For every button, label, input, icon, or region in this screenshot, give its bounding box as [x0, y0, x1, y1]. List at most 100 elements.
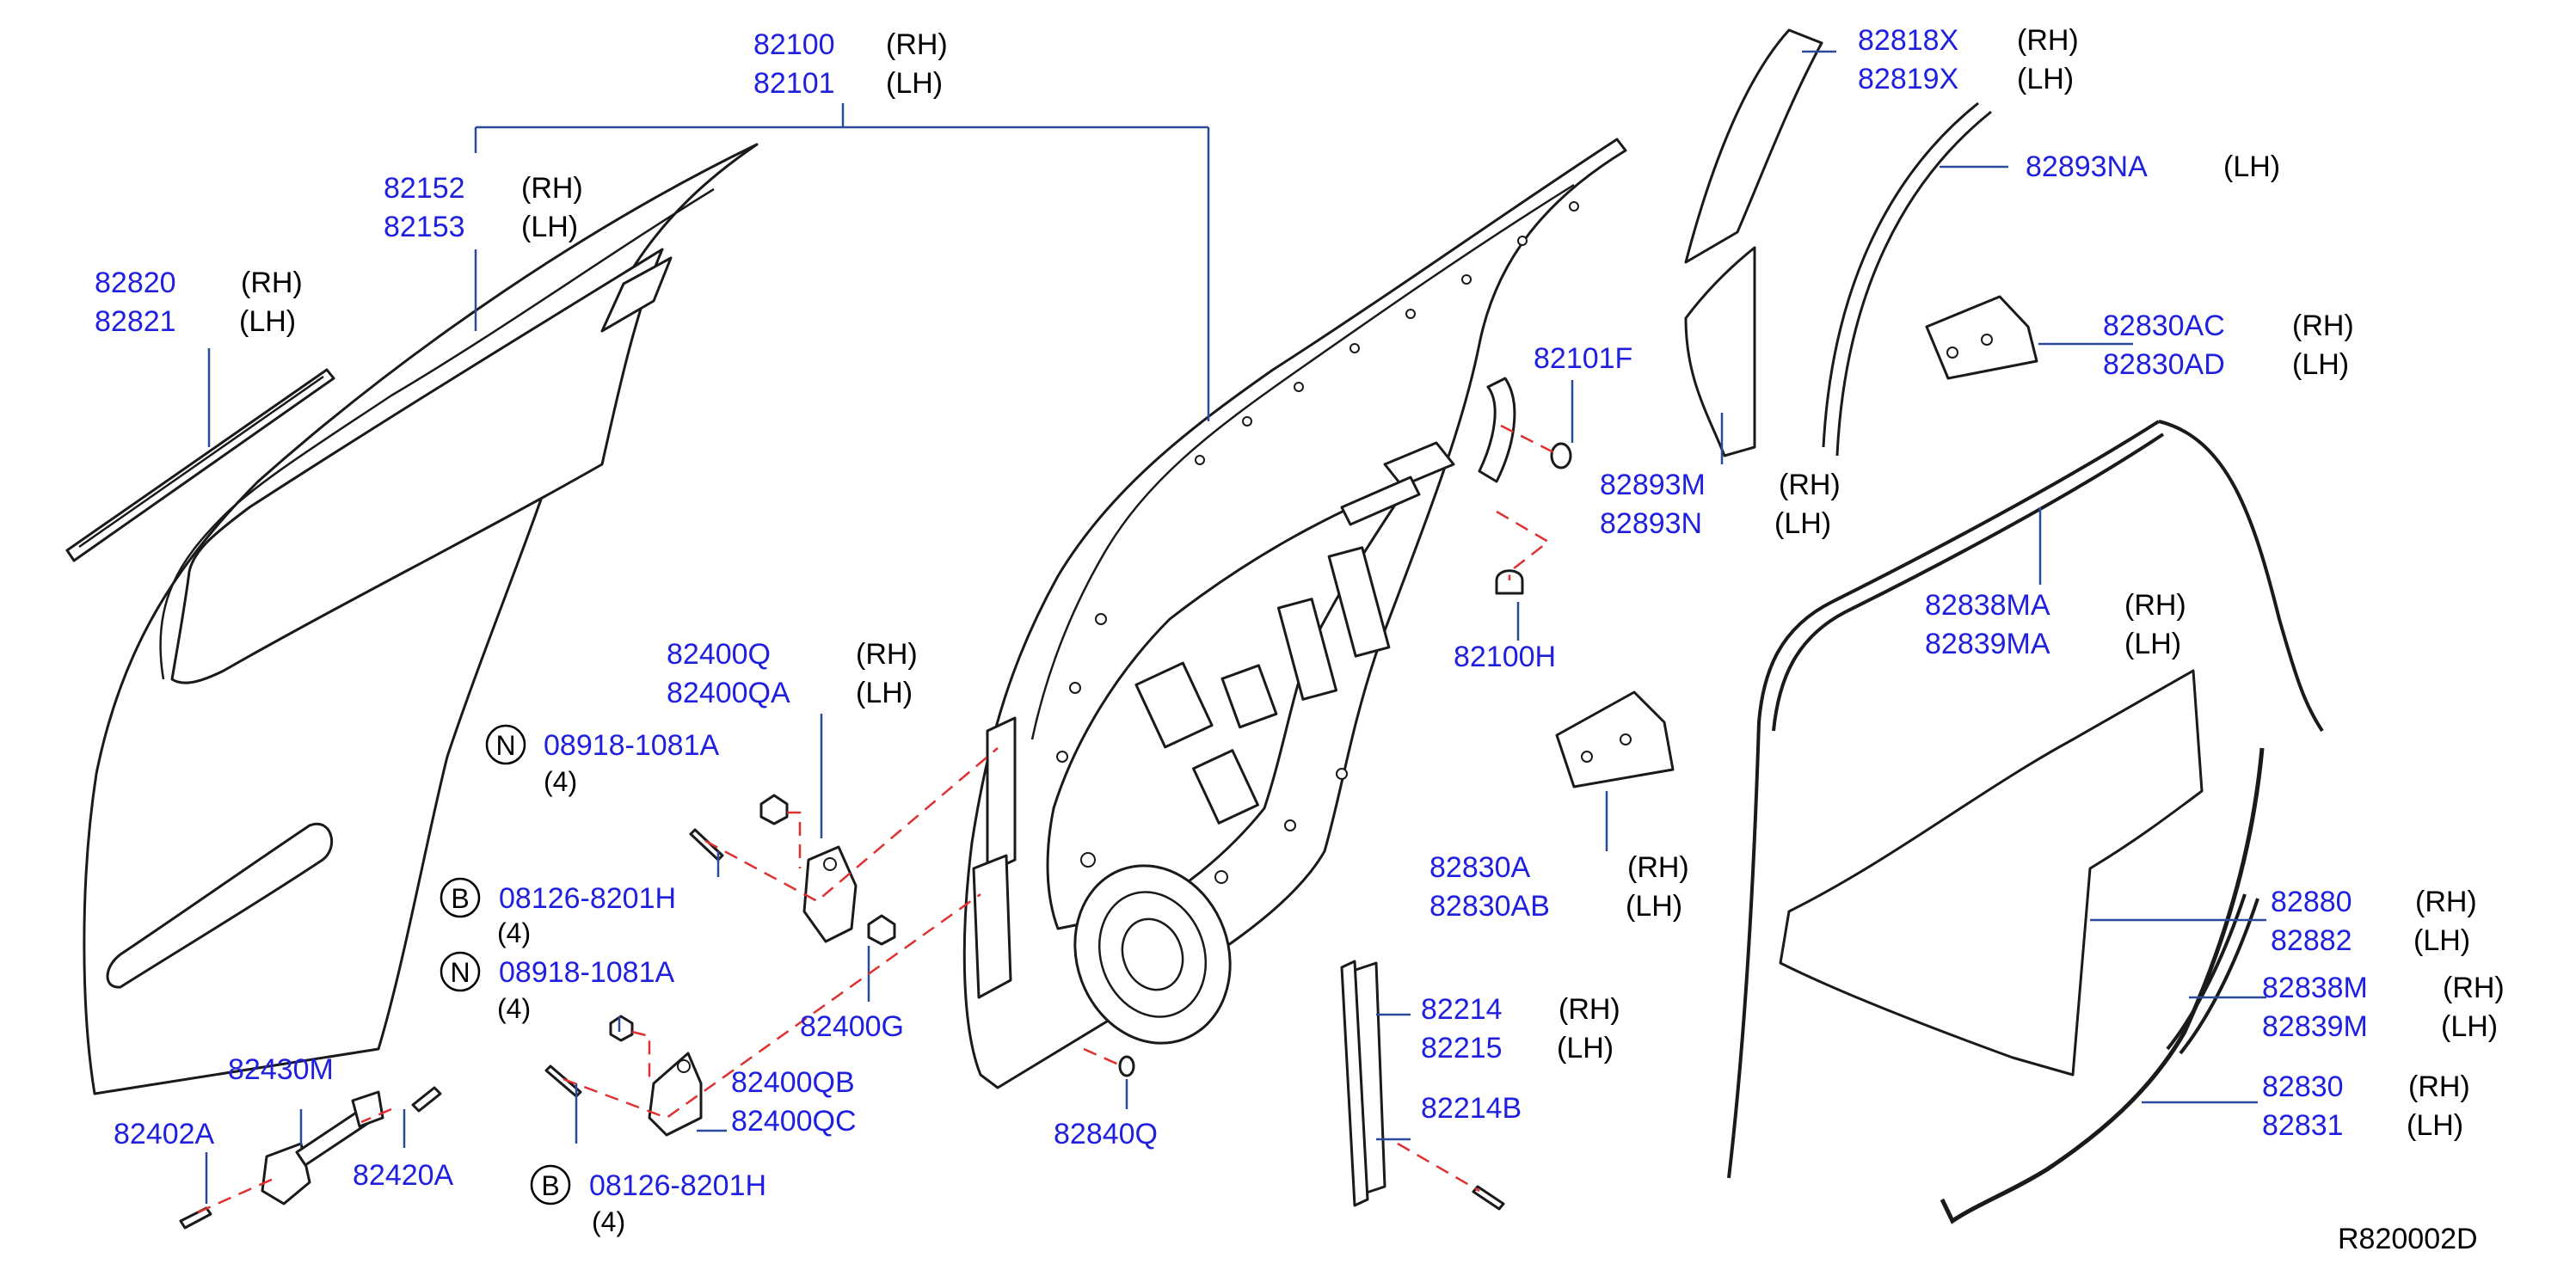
callout-82819X[interactable]: 82819X (LH)	[1858, 63, 2074, 95]
callout-82400QC[interactable]: 82400QC	[731, 1105, 857, 1138]
part-number: 82839M	[2262, 1010, 2368, 1043]
side-label: (LH)	[239, 305, 296, 338]
part-number: 82830AB	[1429, 890, 1550, 923]
diagram-reference-code: R820002D	[2338, 1223, 2478, 1255]
callout-82402A[interactable]: 82402A	[114, 1118, 215, 1150]
callout-82101[interactable]: 82101 (LH)	[753, 67, 943, 100]
callout-82214B[interactable]: 82214B	[1421, 1092, 1522, 1125]
side-label: (RH)	[2443, 972, 2505, 1004]
callout-82400QA[interactable]: 82400QA (LH)	[667, 677, 913, 709]
part-number: 82821	[95, 305, 176, 338]
side-label: (LH)	[1557, 1032, 1614, 1064]
callout-82101F[interactable]: 82101F	[1534, 342, 1632, 375]
part-number: 82215	[1421, 1032, 1503, 1064]
part-number: 82830AC	[2103, 310, 2225, 342]
part-number: 82830	[2262, 1070, 2344, 1103]
side-label: (RH)	[856, 638, 918, 671]
rear-moulding	[2166, 893, 2259, 1055]
badge-letter: N	[495, 730, 515, 761]
callout-82100H[interactable]: 82100H	[1454, 641, 1556, 673]
callout-82839M[interactable]: 82839M (LH)	[2262, 1010, 2498, 1043]
part-number: 82400G	[800, 1010, 904, 1043]
callout-82400G[interactable]: 82400G	[800, 1010, 904, 1043]
callout-82214[interactable]: 82214 (RH)	[1421, 993, 1620, 1026]
side-label: (RH)	[2124, 589, 2186, 622]
side-label: (LH)	[1626, 890, 1682, 923]
callout-82839MA[interactable]: 82839MA (LH)	[1925, 628, 2181, 660]
callout-82840Q[interactable]: 82840Q	[1054, 1118, 1158, 1150]
callout-82893M[interactable]: 82893M (RH)	[1600, 469, 1841, 501]
part-number: 82893NA	[2026, 150, 2148, 183]
outer-door-skin	[83, 143, 759, 1095]
callout-82893N[interactable]: 82893N (LH)	[1600, 507, 1831, 540]
part-number: 82880	[2271, 886, 2352, 918]
leader-lines	[205, 50, 2266, 1204]
part-number: 82838M	[2262, 972, 2368, 1004]
part-number: 82100	[753, 28, 835, 61]
side-label: (LH)	[2441, 1010, 2498, 1043]
callout-82880[interactable]: 82880 (RH)	[2271, 886, 2477, 918]
part-number: 08918-1081A	[544, 729, 720, 762]
part-number: 82152	[384, 172, 465, 205]
callout-82882[interactable]: 82882 (LH)	[2271, 924, 2470, 957]
badge-circle	[440, 877, 481, 918]
callout-82818X[interactable]: 82818X (RH)	[1858, 24, 2079, 57]
part-number: 82400Q	[667, 638, 771, 671]
callout-82830AD[interactable]: 82830AD (LH)	[2103, 348, 2349, 381]
quantity: (4)	[497, 993, 531, 1024]
quantity: (4)	[592, 1206, 625, 1237]
part-number: 82819X	[1858, 63, 1958, 95]
part-number: 82893M	[1600, 469, 1706, 501]
callout-82830[interactable]: 82830 (RH)	[2262, 1070, 2470, 1103]
callout-82830AC[interactable]: 82830AC (RH)	[2103, 310, 2354, 342]
side-label: (RH)	[2415, 886, 2477, 918]
sash-channel	[1340, 960, 1386, 1207]
side-label: (LH)	[856, 677, 913, 709]
sealing-screen	[1779, 669, 2204, 1077]
callout-82831[interactable]: 82831 (LH)	[2262, 1109, 2463, 1142]
door-weatherstrip	[1727, 420, 2324, 1179]
door-seal	[1940, 747, 2265, 1224]
grommet	[1550, 442, 1572, 469]
side-label: (RH)	[2408, 1070, 2470, 1103]
part-number: 82831	[2262, 1109, 2344, 1142]
callout-82215[interactable]: 82215 (LH)	[1421, 1032, 1614, 1064]
callout-82153[interactable]: 82153 (LH)	[384, 211, 578, 243]
callout-82420A[interactable]: 82420A	[353, 1159, 454, 1192]
callout-82838MA[interactable]: 82838MA (RH)	[1925, 589, 2186, 622]
badge-circle	[485, 724, 526, 765]
part-number: 08918-1081A	[499, 956, 675, 989]
quantity: (4)	[544, 766, 577, 797]
callout-82400QB[interactable]: 82400QB	[731, 1066, 855, 1099]
callout-08918-1081A-lower[interactable]: N 08918-1081A (4)	[440, 951, 675, 1024]
callout-82821[interactable]: 82821 (LH)	[95, 305, 296, 338]
corner-glass	[1684, 28, 1823, 457]
callout-82830AB[interactable]: 82830AB (LH)	[1429, 890, 1682, 923]
callout-82100[interactable]: 82100 (RH)	[753, 28, 948, 61]
door-check-link	[261, 1090, 384, 1205]
callout-82400Q[interactable]: 82400Q (RH)	[667, 638, 918, 671]
badge-letter: N	[450, 957, 470, 988]
side-label: (RH)	[241, 267, 303, 299]
side-label: (RH)	[2017, 24, 2079, 57]
callout-08918-1081A-upper[interactable]: N 08918-1081A (4)	[485, 724, 720, 797]
part-number: 82101F	[1534, 342, 1632, 375]
callout-82820[interactable]: 82820 (RH)	[95, 267, 303, 299]
side-label: (LH)	[521, 211, 578, 243]
badge-circle	[530, 1164, 571, 1205]
part-number: 82830AD	[2103, 348, 2225, 381]
callout-82152[interactable]: 82152 (RH)	[384, 172, 583, 205]
callout-82838M[interactable]: 82838M (RH)	[2262, 972, 2505, 1004]
side-label: (RH)	[1559, 993, 1620, 1026]
hinge-upper	[802, 845, 858, 943]
callout-82830A[interactable]: 82830A (RH)	[1429, 851, 1689, 884]
callout-82893NA[interactable]: 82893NA (LH)	[2026, 150, 2280, 183]
part-number: 82400QA	[667, 677, 790, 709]
callout-08126-8201H-upper[interactable]: B 08126-8201H (4)	[440, 877, 676, 948]
callout-82430M[interactable]: 82430M	[228, 1053, 334, 1086]
part-number: 82214B	[1421, 1092, 1522, 1125]
part-number: 08126-8201H	[589, 1169, 766, 1202]
callout-08126-8201H-lower[interactable]: B 08126-8201H (4)	[530, 1164, 766, 1237]
side-label: (LH)	[2017, 63, 2074, 95]
drain-grommet	[1118, 1055, 1135, 1077]
